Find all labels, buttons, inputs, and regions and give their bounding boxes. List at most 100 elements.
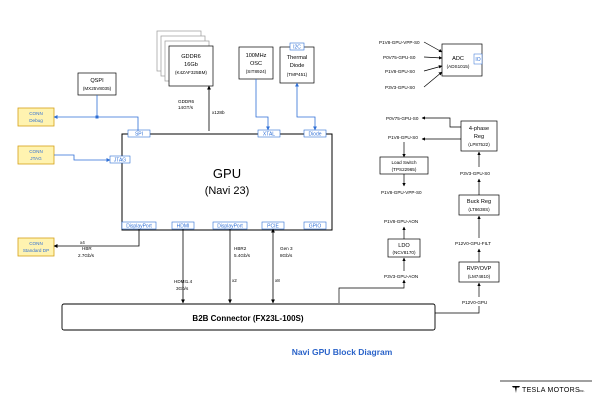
rail-p12v: P12V0-GPU [462,300,487,305]
osc-line3: (SIT8924) [246,69,267,74]
gddr6-line1: GDDR6 [181,54,201,60]
port-displayport-1: DisplayPort [126,224,152,230]
diagram-title: Navi GPU Block Diagram [292,347,393,357]
thermal-line3: (TMP451) [287,72,308,77]
four-phase-line1: 4-phase [469,126,489,132]
gddr6-line3: (K4ZAF325BM) [175,70,207,75]
hdmi-label-2: 3Gb/s [176,286,189,291]
hdmi-label-1: HDMI1.4 [174,279,193,284]
pcie-label-1: Gen 3 [280,246,293,251]
conn-dp-line2: Standard DP [23,248,49,253]
port-hdmi: HDMI [177,224,190,230]
osc-line2: OSC [250,61,262,67]
conn-jtag-line2: JTAG [30,156,42,161]
dp-rate-2: 2.7Gb/s [78,253,95,258]
dp2-label-3: x2 [232,278,237,283]
buck-reg [458,194,500,216]
gddr6-bus-line2: 14GT/s [178,105,194,110]
qspi-line1: QSPI [90,78,104,84]
thermal-to-diode-line [295,82,317,131]
adc-in-3: P1V8-GPU-S0 [385,69,415,74]
ldo-line2: (NCV8170) [393,250,416,255]
dp2-label-1: HBR2 [234,246,247,251]
load-switch-line1: Load Switch [391,160,416,165]
adc-in-4: P3V3-GPU-S0 [385,85,415,90]
i2c-port [289,42,305,51]
port-jtag: JTAG [114,158,127,164]
rail-p1v8-s0: P1V8-GPU-S0 [388,135,418,140]
jtag-line [54,154,111,162]
conn-debug-line2: Debug [29,118,43,123]
gpu-title: GPU [213,166,241,181]
rail-p0v75-s0: P0V75-GPU-S0 [386,116,419,121]
rail-p3v3-aon: P3V3-GPU-AON [384,274,418,279]
buck-line2: (LT8638S) [468,207,490,212]
conn-standard-dp: CONN Standard DP [17,237,55,257]
load-switch-line2: (TPS22965) [392,167,417,172]
conn-dp-line1: CONN [29,241,43,246]
tesla-logo-icon [512,386,520,393]
dp-rate-1: HBR [82,246,92,251]
port-diode: Diode [308,132,321,138]
thermal-line1: Thermal [287,55,308,61]
rail-p3v3-s0: P3V3-GPU-S0 [460,171,490,176]
four-phase-line2: Reg [474,134,484,140]
adc-in-1: P1V8-GPU-VPP-S0 [379,40,420,45]
four-phase-reg [460,120,498,152]
adc-line2: (ADS1015) [447,64,470,69]
rvp-line1: RVP/OVP [467,266,492,272]
adc-in-4-line [423,71,443,88]
osc-line1: 100MHz [246,53,267,59]
dp-to-conn-line [53,229,140,248]
gpu-ports [109,129,327,230]
b2b-to-p12v-line [435,306,480,314]
ldo-block [387,238,421,258]
b2b-connector [61,303,436,331]
thermal-block [279,46,315,84]
dp2-label-2: 5.4Gb/s [234,253,251,258]
port-gpio: GPIO [309,224,322,230]
gpu-subtitle: (Navi 23) [205,185,250,197]
gpu-block: GPU (Navi 23) [121,133,333,231]
conn-jtag-line1: CONN [29,149,43,154]
qspi-block [77,72,117,96]
pcie-label-2: 8Gb/s [280,253,293,258]
ldo-line1: LDO [398,243,410,249]
dp-width: x4 [80,240,85,245]
four-phase-line3: (LP87522) [468,142,490,147]
pcie-label-3: x8 [275,278,280,283]
adc-in-2: P0V75-GPU-S0 [383,55,416,60]
buck-line1: Buck Reg [467,199,491,205]
rvp-line2: (LM74810) [468,274,491,279]
qspi-to-spi-line [96,95,139,131]
rail-p1v8-vpp-s0: P1V8-GPU-VPP-S0 [381,190,422,195]
adc-io-label: IO [475,57,480,63]
adc-in-3-line [423,65,443,72]
brand-suffix: Inc. [579,389,585,393]
rail-p12v-filt: P12V0-GPU-FILT [455,241,491,246]
gddr6-line2: 16Gb [184,62,198,68]
conn-debug-line1: CONN [29,111,43,116]
adc-block: ADC (ADS1015) IO [441,43,483,77]
rvp-ovp [458,261,500,283]
i2c-label: I2C [293,45,301,51]
adc-line1: ADC [452,56,464,62]
brand-name: TESLA MOTORS [522,387,580,394]
gddr6-bus-line1: GDDR6 [178,99,195,104]
port-displayport-2: DisplayPort [217,224,243,230]
port-spi: SPI [135,132,143,138]
osc-to-xtal-line [255,79,270,131]
gddr6-stack [156,30,214,87]
p0v75-out-line [421,116,461,128]
port-xtal: XTAL [263,132,275,138]
qspi-line2: (MX25V8035) [83,86,112,91]
gddr6-bus-width: x128b [212,110,225,115]
conn-jtag: CONN JTAG [17,145,55,165]
conn-debug: CONN Debug [17,107,55,127]
port-pcie: PCIE [267,224,279,230]
thermal-line2: Diode [290,63,305,69]
adc-in-1-line [423,41,443,53]
rail-p1v8-aon: P1V8-GPU-AON [384,219,418,224]
b2b-label: B2B Connector (FX23L-100S) [192,314,303,323]
